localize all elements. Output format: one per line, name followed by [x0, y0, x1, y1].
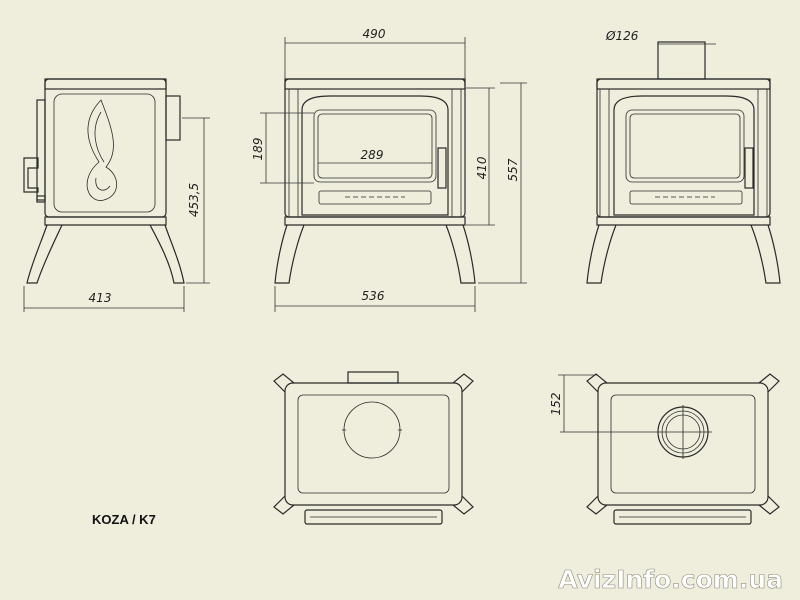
front-top-width-label: 490 [363, 27, 386, 41]
front2-door-handle [744, 147, 754, 189]
front-body-height-label: 410 [475, 156, 489, 179]
side-top-plate [44, 78, 167, 90]
side-door-edge [36, 99, 46, 201]
flame-ornament-detail [94, 111, 111, 191]
model-label: KOZA / K7 [92, 512, 156, 527]
side-depth-label: 413 [89, 291, 112, 305]
front-glass [313, 109, 437, 183]
front2-glass [625, 109, 745, 183]
front-base-width-label: 536 [362, 289, 385, 303]
top2-corner-tl [586, 373, 608, 393]
front2-leg-left [586, 224, 617, 284]
top1-corner-br [452, 495, 474, 515]
side-latch [36, 195, 46, 203]
top2-plate-outline [597, 382, 769, 506]
top1-corner-bl [273, 495, 295, 515]
front2-door [613, 95, 755, 216]
front-glass-width-label: 289 [361, 148, 384, 162]
front-air-vent [318, 190, 432, 205]
side-body-outline [44, 78, 167, 218]
top1-corner-tr [452, 373, 474, 393]
flame-ornament-icon [86, 99, 118, 201]
front-door-height-label: 189 [251, 138, 265, 161]
front2-top-plate [596, 78, 771, 90]
flue-diameter-label: Ø126 [605, 29, 639, 43]
watermark: AvizInfo.com.ua [558, 565, 783, 594]
side-leg-front [26, 224, 63, 284]
top2-flue-offset-label: 152 [549, 393, 563, 416]
top2-front-ashpan [613, 509, 752, 525]
top1-rear-flue [347, 371, 399, 384]
top2-corner-tr [758, 373, 780, 393]
side-leg-back [149, 224, 185, 284]
top1-plate-outline [284, 382, 463, 506]
top2-corner-bl [586, 495, 608, 515]
front-view-with-flue: Ø126 [586, 29, 781, 284]
top-view-right: 152 [549, 373, 780, 525]
front2-glass-inner [629, 113, 741, 179]
top-view-left [273, 371, 474, 525]
top1-corner-tl [273, 373, 295, 393]
top2-plate-inner [610, 394, 756, 494]
top2-corner-br [758, 495, 780, 515]
side-height-label: 453,5 [187, 183, 201, 217]
front2-right-pillar [757, 88, 768, 218]
side-door-handle [23, 157, 39, 193]
side-panel [53, 93, 156, 213]
side-view: 413 453,5 [23, 78, 210, 312]
front-leg-left [274, 224, 305, 284]
front-base-plate [284, 216, 466, 226]
front-top-plate [284, 78, 466, 90]
front-left-pillar [288, 88, 299, 218]
front-total-height-label: 557 [506, 158, 520, 181]
top1-flue-cover [343, 401, 401, 459]
front2-air-vent [629, 190, 743, 205]
front-glass-inner [317, 113, 433, 179]
front-door [301, 95, 449, 216]
front2-left-pillar [599, 88, 610, 218]
front2-base-plate [596, 216, 771, 226]
front-right-pillar [451, 88, 462, 218]
front-view: 490 536 189 289 410 557 [251, 27, 527, 312]
front-door-handle [437, 147, 447, 189]
top1-plate-inner [297, 394, 450, 494]
flue-pipe [657, 41, 706, 80]
front-leg-right [445, 224, 476, 284]
front2-leg-right [750, 224, 781, 284]
top1-front-ashpan [304, 509, 443, 525]
side-base-plate [44, 216, 167, 226]
side-flue-stub [165, 95, 181, 141]
